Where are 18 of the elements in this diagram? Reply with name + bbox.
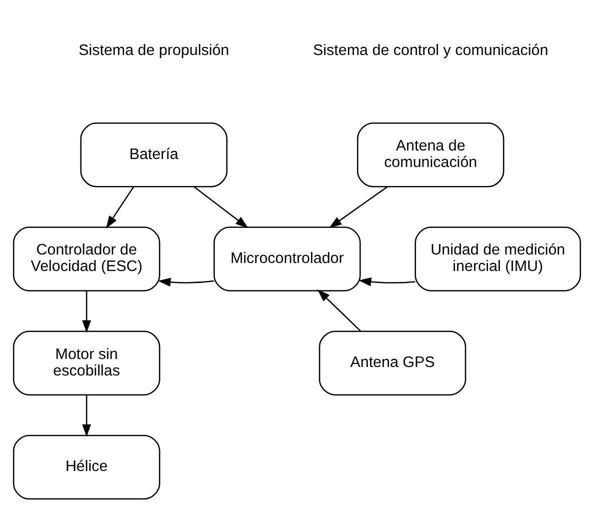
arrow [329, 186, 388, 228]
label: Sistema de control y comunicación [313, 41, 548, 58]
arrow [317, 288, 362, 331]
arrow [106, 186, 134, 228]
arrow [82, 394, 92, 437]
node-box: Antena GPS [318, 330, 466, 395]
node-box: Controlador de Velocidad (ESC) [12, 226, 160, 291]
node-box: Unidad de medición inercial (IMU) [414, 226, 582, 291]
node-box: Motor sin escobillas [12, 330, 160, 395]
node-box: Hélice [12, 434, 160, 500]
node-box: Antena de comunicación [356, 122, 504, 187]
arrow [82, 290, 92, 332]
node-box: Microcontrolador [214, 226, 361, 291]
arrow [158, 277, 214, 286]
node-box: Batería [80, 122, 228, 187]
arrow [358, 276, 416, 286]
arrow [193, 186, 248, 228]
label: Sistema de propulsión [78, 41, 230, 58]
